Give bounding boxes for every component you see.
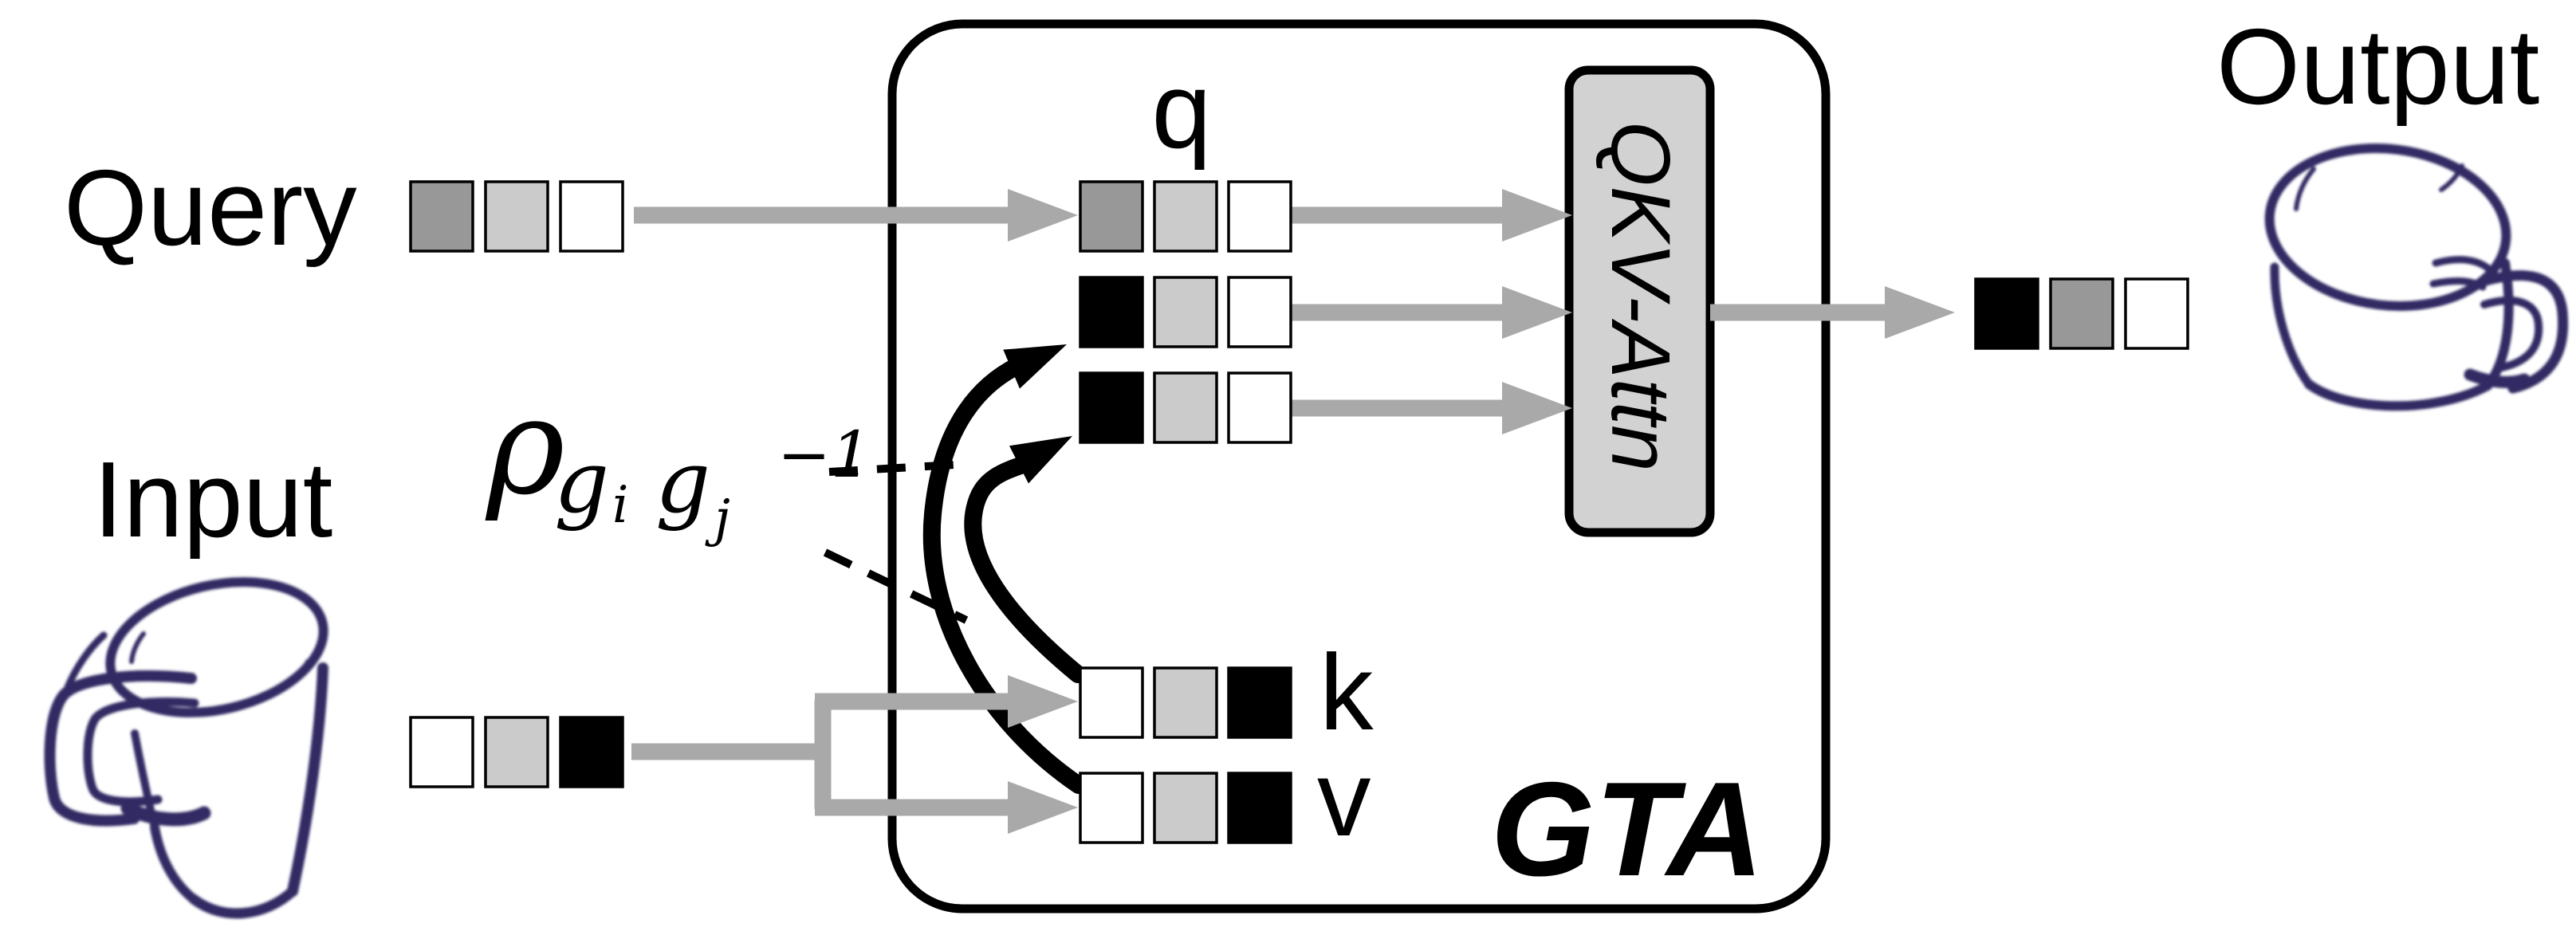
output-tokens: [1974, 277, 2189, 350]
qkv-to-output-arrow: [1710, 286, 1955, 339]
query-tokens-cell-2: [559, 180, 624, 253]
q-row-tokens-cell-2: [1227, 180, 1292, 253]
rho-transform-label: ρ g i g j −1: [485, 368, 871, 548]
arrowhead-icon: [1008, 189, 1078, 242]
input-tokens-cell-0: [409, 716, 474, 788]
v-transform-arrowhead-icon: [1003, 344, 1067, 389]
q-row-tokens-cell-1: [1153, 180, 1218, 253]
input-tokens: [409, 716, 624, 788]
rho-symbol: ρ: [485, 368, 565, 525]
arrowhead-icon: [1008, 675, 1078, 728]
rho-sub-g1: g: [554, 433, 609, 532]
row2-tokens-cell-2: [1227, 276, 1292, 348]
k-row-tokens-cell-0: [1079, 666, 1144, 739]
input-tokens-cell-1: [484, 716, 549, 788]
input-mug-icon: [44, 577, 328, 919]
query-label: Query: [64, 147, 357, 268]
v-row-tokens-cell-0: [1079, 772, 1144, 844]
arrowhead-icon: [1885, 286, 1955, 339]
output-tokens-cell-1: [2049, 277, 2114, 350]
row2-to-qkv-arrow: [1291, 286, 1572, 339]
row3-tokens-cell-0: [1079, 371, 1144, 444]
arrowhead-icon: [1008, 781, 1078, 834]
rho-pointer-dash-lower: [823, 548, 969, 624]
row2-tokens: [1079, 276, 1292, 348]
input-split-arrow: [631, 675, 1078, 834]
row2-tokens-cell-1: [1153, 276, 1218, 348]
output-tokens-cell-2: [2124, 277, 2189, 350]
output-label: Output: [2216, 6, 2539, 127]
v-row-tokens-cell-2: [1227, 772, 1292, 844]
k-row-tokens-cell-1: [1153, 666, 1218, 739]
output-mug-icon: [2264, 143, 2569, 411]
query-tokens-cell-1: [484, 180, 549, 253]
q-row-label: q: [1151, 50, 1211, 171]
q-row-tokens: [1079, 180, 1292, 253]
v-row-label: v: [1317, 738, 1371, 859]
output-tokens-cell-0: [1974, 277, 2039, 350]
input-label: Input: [93, 439, 332, 560]
qkv-attn-box: [1564, 65, 1715, 537]
q-row-tokens-cell-0: [1079, 180, 1144, 253]
k-transform-curve: [964, 452, 1087, 683]
rho-exponent: −1: [777, 418, 871, 492]
k-row-tokens-cell-2: [1227, 666, 1292, 739]
rho-sub-g1-index: i: [612, 476, 628, 535]
v-row-tokens-cell-1: [1153, 772, 1218, 844]
arrowhead-icon: [1502, 286, 1572, 339]
row3-tokens-cell-2: [1227, 371, 1292, 444]
row3-tokens-cell-1: [1153, 371, 1218, 444]
k-transform-arrowhead-icon: [1009, 436, 1072, 484]
arrowhead-icon: [1502, 189, 1572, 242]
qrow-to-qkv-arrow: [1291, 189, 1572, 242]
k-row-label: k: [1319, 632, 1374, 752]
query-tokens-cell-0: [409, 180, 474, 253]
v-row-tokens: [1079, 772, 1292, 844]
arrowhead-icon: [1502, 382, 1572, 434]
input-tokens-cell-2: [559, 716, 624, 788]
k-row-tokens: [1079, 666, 1292, 739]
row2-tokens-cell-0: [1079, 276, 1144, 348]
query-flow-arrow: [634, 189, 1078, 242]
qkv-attn-label: QKV-Attn: [1594, 121, 1687, 472]
row3-tokens: [1079, 371, 1292, 444]
gta-label: GTA: [1491, 754, 1764, 904]
query-tokens: [409, 180, 624, 253]
row3-to-qkv-arrow: [1291, 382, 1572, 434]
rho-sub-g2: g: [655, 433, 710, 532]
flow-arrows: [631, 189, 1955, 834]
